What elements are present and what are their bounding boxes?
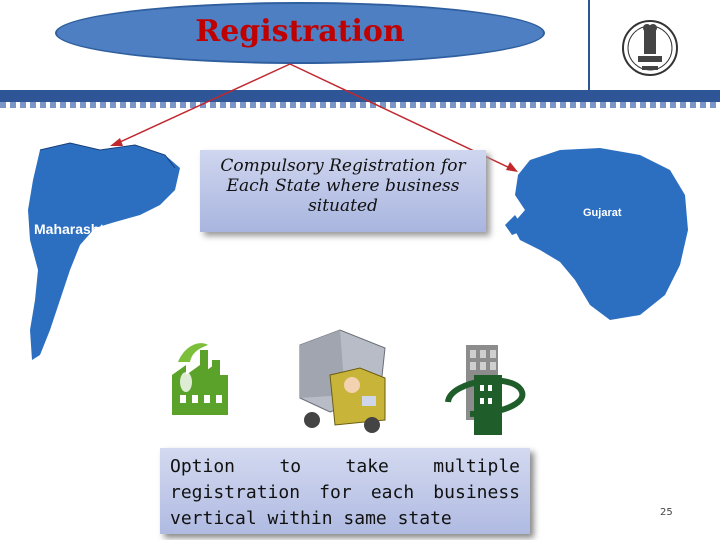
bottom-text-line: registration for each business bbox=[170, 482, 520, 503]
truck-icon bbox=[299, 329, 386, 433]
callout-line: situated bbox=[308, 196, 378, 216]
bottom-text-line: Option to take multiple bbox=[170, 456, 520, 477]
building-icon bbox=[445, 345, 526, 435]
callout-box: Compulsory Registration for Each State w… bbox=[200, 150, 486, 232]
factory-icon bbox=[172, 343, 228, 415]
callout-line: Compulsory Registration for bbox=[220, 156, 466, 176]
maharashtra-label: Maharashtra bbox=[34, 221, 117, 237]
callout-line: Each State where business bbox=[226, 176, 460, 196]
emblem-icon bbox=[622, 20, 678, 76]
title-ellipse bbox=[55, 2, 545, 64]
gujarat-map bbox=[505, 148, 688, 320]
gujarat-label: Gujarat bbox=[583, 207, 622, 219]
header-band-stripes bbox=[0, 102, 720, 108]
page-title: Registration bbox=[195, 14, 405, 49]
arrow-left bbox=[110, 63, 291, 146]
maharashtra-map bbox=[28, 142, 180, 360]
bottom-text-line: vertical within same state bbox=[170, 508, 452, 529]
header-band bbox=[0, 90, 720, 102]
bottom-text-box: Option to take multiple registration for… bbox=[160, 448, 530, 534]
slide-number: 25 bbox=[660, 507, 673, 518]
header-divider bbox=[588, 0, 590, 90]
